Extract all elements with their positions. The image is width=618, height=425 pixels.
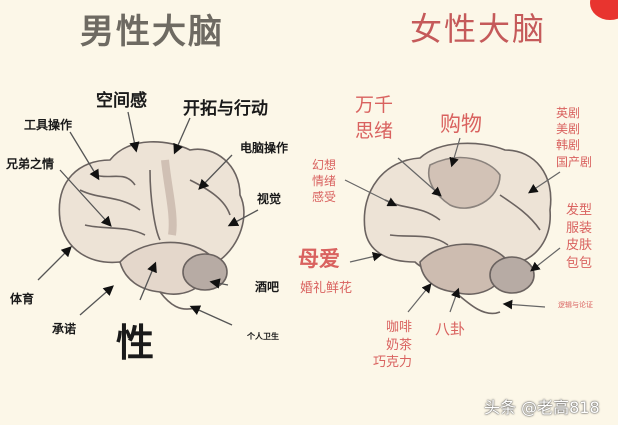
label-fantasy: 幻想 情绪 感受 — [312, 158, 337, 205]
label-treats: 咖啡 奶茶 巧克力 — [373, 320, 413, 371]
male-brain-title: 男性大脑 — [80, 12, 224, 52]
label-hygiene: 个人卫生 — [247, 332, 279, 341]
label-logic: 逻辑与论证 — [558, 301, 593, 309]
label-thoughts: 万千 思绪 — [355, 94, 394, 142]
watermark: 头条 @老高818 — [484, 398, 600, 417]
label-dramas: 英剧 美剧 韩剧 国产剧 — [556, 106, 593, 169]
label-bar: 酒吧 — [255, 280, 280, 294]
label-maternal: 母爱 — [298, 247, 340, 271]
label-tools: 工具操作 — [24, 118, 73, 132]
label-pioneering: 开拓与行动 — [183, 99, 268, 119]
label-sports: 体育 — [10, 292, 35, 306]
female-brain — [363, 142, 552, 315]
label-sex: 性 — [116, 321, 155, 365]
female-brain-title: 女性大脑 — [410, 10, 547, 48]
label-wedding: 婚礼鲜花 — [300, 281, 353, 296]
female-arrows — [344, 137, 561, 313]
label-gossip: 八卦 — [435, 320, 466, 338]
male-brain — [58, 141, 245, 310]
label-fashion: 发型 服装 皮肤 包包 — [566, 203, 593, 271]
label-promise: 承诺 — [52, 322, 77, 336]
corner-badge — [590, 0, 618, 20]
label-shopping: 购物 — [440, 112, 482, 136]
label-brotherhood: 兄弟之情 — [6, 157, 55, 171]
label-computer: 电脑操作 — [240, 141, 289, 155]
male-arrows — [37, 111, 259, 326]
label-vision: 视觉 — [257, 192, 282, 206]
label-spatial: 空间感 — [96, 91, 147, 111]
